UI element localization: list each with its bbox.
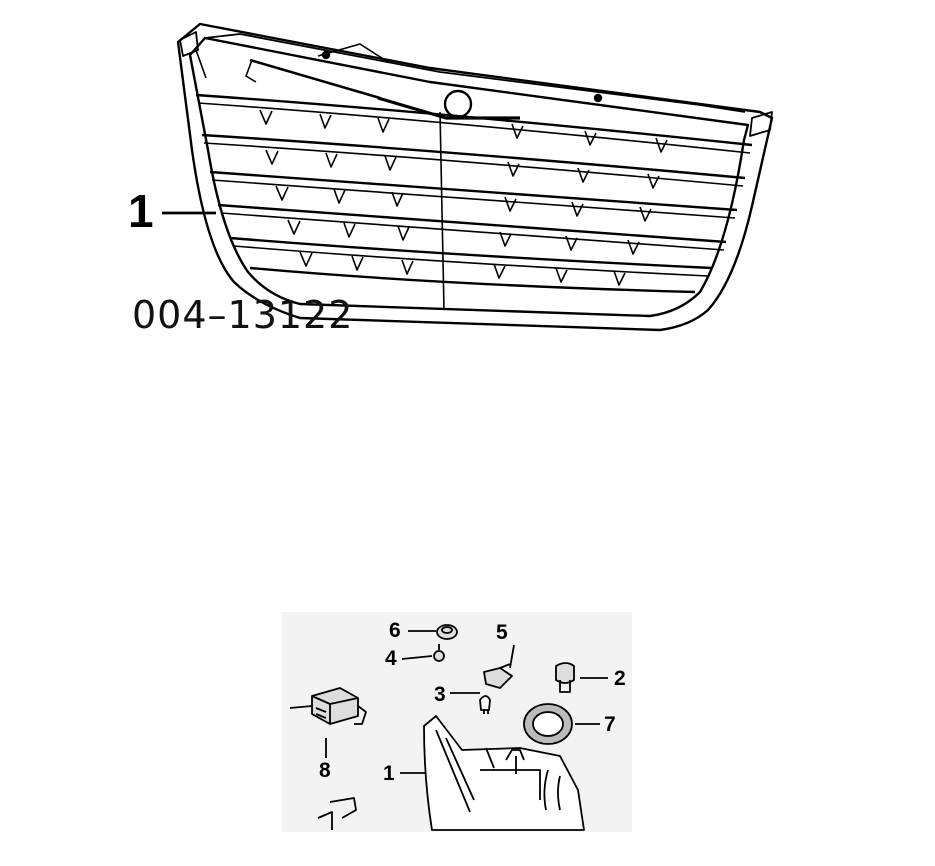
part-4-screw xyxy=(433,644,445,662)
grille-inner-frame xyxy=(188,36,750,318)
callout-3: 3 xyxy=(434,683,446,706)
callout-1: 1 xyxy=(383,762,395,785)
grille-bar-6 xyxy=(249,266,696,294)
callout-4: 4 xyxy=(385,647,397,670)
part-5-bulb-socket xyxy=(483,663,513,689)
part-8-module xyxy=(289,687,367,725)
part-2-halogen-bulb xyxy=(555,662,575,693)
grille-bar-4 xyxy=(217,203,727,244)
grille-bar-5 xyxy=(229,236,713,270)
grille-outer-frame xyxy=(176,22,774,332)
callout-6: 6 xyxy=(389,619,401,642)
callout-7: 7 xyxy=(604,713,616,736)
callout-5: 5 xyxy=(496,621,508,644)
grille-callout-number: 1 xyxy=(128,185,154,237)
callout-2: 2 xyxy=(614,667,626,690)
part-1-headlamp-housing xyxy=(317,715,585,831)
part-7-grommet xyxy=(523,703,573,745)
grille-bar-2 xyxy=(201,133,746,180)
callout-8: 8 xyxy=(319,759,331,782)
part-6-nut xyxy=(436,624,458,640)
grille-bar-3 xyxy=(209,170,738,212)
part-3-bulb xyxy=(479,695,491,714)
grille-center-seam xyxy=(439,111,445,311)
grille-part-code: 004–13122 xyxy=(132,293,354,337)
